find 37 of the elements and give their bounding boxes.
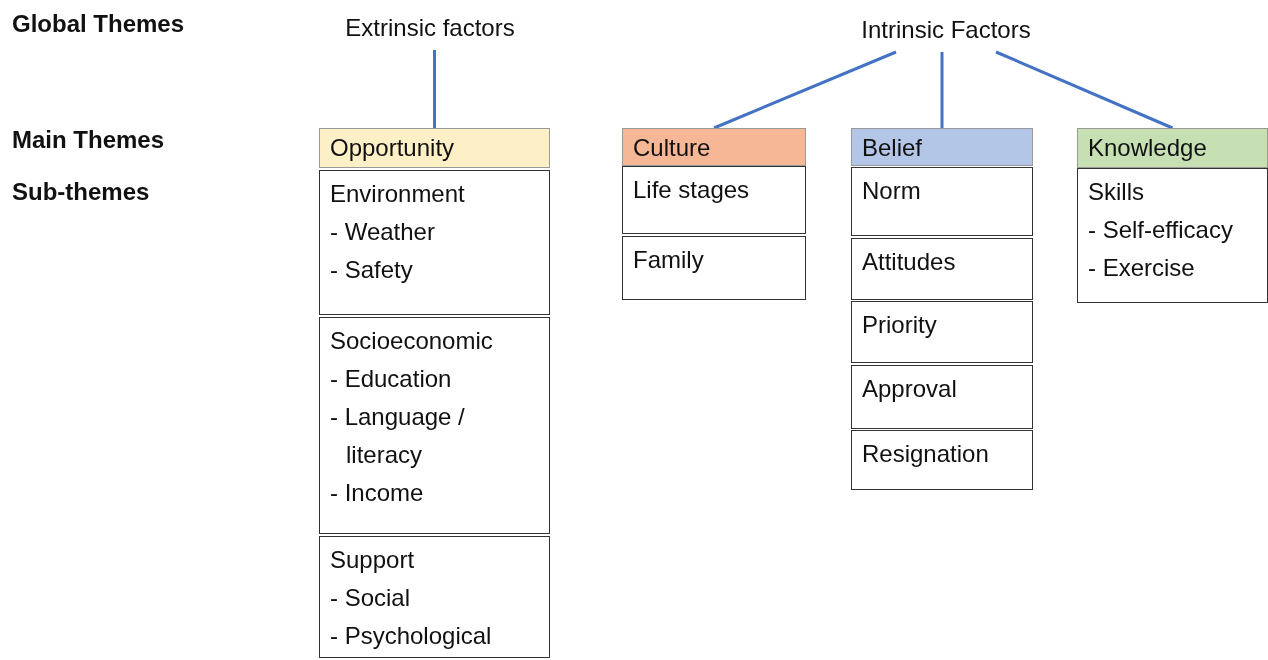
connector-line	[713, 50, 897, 130]
list-item: - Language / literacy	[330, 402, 466, 470]
sub-theme-box: Family	[622, 236, 806, 300]
sub-theme-box: Attitudes	[851, 238, 1033, 300]
theme-header-box: Culture	[622, 128, 806, 166]
theme-header-box: Opportunity	[319, 128, 550, 168]
sub-theme-title: Skills	[1088, 177, 1145, 207]
sub-theme-box: Norm	[851, 167, 1033, 236]
row-label: Sub-themes	[12, 178, 150, 206]
connector-line	[940, 52, 944, 128]
sub-theme-box	[319, 317, 550, 534]
theme-header-box: Belief	[851, 128, 1033, 166]
row-label: Global Themes	[12, 10, 185, 38]
sub-theme-box	[319, 170, 550, 315]
list-item: - Education	[330, 364, 453, 394]
list-item: - Social	[330, 583, 412, 613]
sub-theme-box: Resignation	[851, 430, 1033, 490]
list-item: - Safety	[330, 255, 414, 285]
sub-theme-title: Environment	[330, 179, 466, 209]
list-item: - Psychological	[330, 621, 493, 651]
list-item: - Exercise	[1088, 253, 1196, 283]
sub-theme-title: Support	[330, 545, 416, 575]
sub-theme-box: Approval	[851, 365, 1033, 429]
list-item: - Weather	[330, 217, 436, 247]
sub-theme-box: Life stages	[622, 166, 806, 234]
theme-heading: Extrinsic factors	[330, 10, 530, 48]
sub-theme-box	[319, 536, 550, 658]
sub-theme-box	[1077, 168, 1268, 303]
theme-heading: Intrinsic Factors	[840, 12, 1052, 50]
connector-line	[995, 50, 1174, 130]
sub-theme-title: Socioeconomic	[330, 326, 494, 356]
row-label: Main Themes	[12, 126, 165, 154]
list-item: - Income	[330, 478, 425, 508]
theme-header-box: Knowledge	[1077, 128, 1268, 168]
list-item: - Self-efficacy	[1088, 215, 1234, 245]
connector-line	[433, 50, 436, 128]
sub-theme-box: Priority	[851, 301, 1033, 363]
